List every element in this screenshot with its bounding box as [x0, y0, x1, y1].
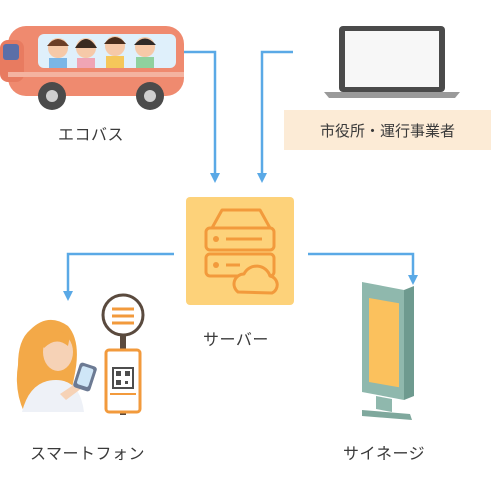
- signage-label: サイネージ: [343, 444, 426, 463]
- bus-icon: [0, 26, 184, 110]
- city-office-box: 市役所・運行事業者: [284, 110, 491, 150]
- smartphone-label: スマートフォン: [30, 444, 146, 463]
- laptop-icon: [324, 26, 460, 98]
- signage-icon: [362, 282, 414, 420]
- arrow-server-to-phone: [63, 252, 174, 301]
- arrow-bus-to-server: [183, 50, 220, 183]
- city-office-label: 市役所・運行事業者: [319, 121, 455, 140]
- server-icon: [186, 197, 294, 305]
- person-with-phone-icon: [16, 319, 97, 412]
- bus-label: エコバス: [58, 125, 125, 144]
- server-label: サーバー: [203, 330, 269, 349]
- arrow-city-to-server: [257, 50, 293, 183]
- arrow-server-to-signage: [308, 252, 418, 285]
- bus-stop-sign-icon: [101, 293, 145, 415]
- arrows: [63, 50, 418, 301]
